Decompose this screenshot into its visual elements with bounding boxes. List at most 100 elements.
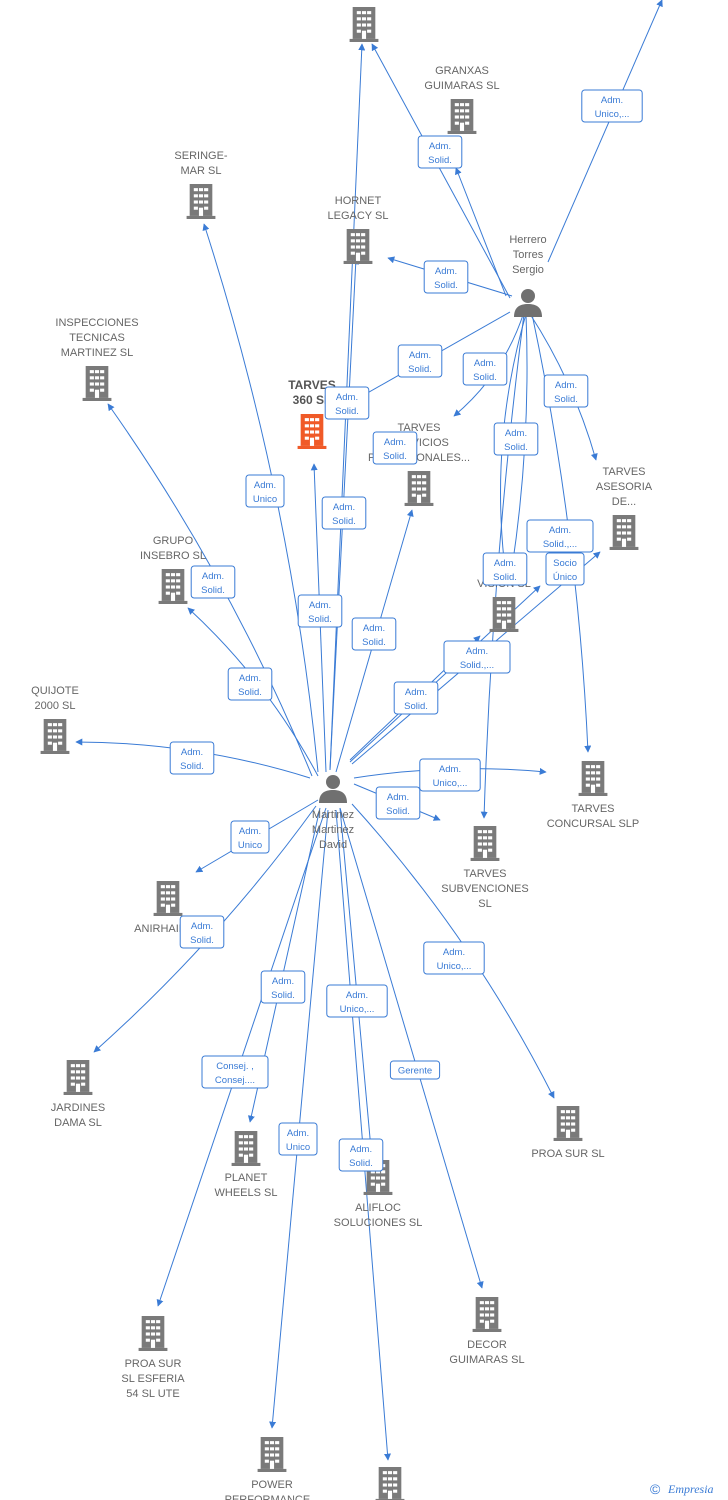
relation-text: Adm. bbox=[474, 358, 496, 369]
relation-badge[interactable]: Adm.Solid. bbox=[417, 135, 463, 169]
node-label-line: Martinez bbox=[312, 824, 354, 836]
relation-badge[interactable]: Consej. ,Consej.... bbox=[201, 1055, 269, 1089]
relation-text: Adm. bbox=[549, 525, 571, 536]
node-label-line: GRANXAS bbox=[435, 65, 489, 77]
relation-text: Adm. bbox=[439, 764, 461, 775]
building-icon bbox=[472, 1297, 502, 1332]
edge-line bbox=[455, 167, 507, 297]
relation-badge[interactable]: Adm.Unico,... bbox=[326, 984, 388, 1018]
relation-text: Adm. bbox=[346, 990, 368, 1001]
building-icon bbox=[138, 1316, 168, 1351]
relation-text: Adm. bbox=[309, 600, 331, 611]
relation-badge[interactable]: Adm.Solid. bbox=[338, 1138, 384, 1172]
relation-badge[interactable]: Adm.Solid. bbox=[227, 667, 273, 701]
relation-box bbox=[423, 260, 469, 294]
node-label-line: INSPECCIONES bbox=[55, 317, 138, 329]
company-node-power[interactable]: POWERPERFORMANCE... bbox=[225, 1437, 320, 1500]
relation-badge[interactable]: Adm.Unico,... bbox=[423, 941, 485, 975]
relation-badge[interactable]: Adm.Solid.,... bbox=[526, 519, 594, 553]
relation-text: Solid. bbox=[383, 451, 407, 462]
company-node-seringemar[interactable]: SERINGE-MAR SL bbox=[174, 150, 228, 219]
relation-text: Único bbox=[553, 572, 577, 583]
relation-badge[interactable]: Adm.Solid. bbox=[423, 260, 469, 294]
company-node-proasur[interactable]: PROA SUR SL bbox=[531, 1106, 605, 1160]
relation-text: Unico bbox=[286, 1142, 310, 1153]
company-node-tarvesasesoria[interactable]: TARVESASESORIADE... bbox=[596, 466, 653, 550]
company-node-bottom[interactable] bbox=[375, 1467, 405, 1500]
relation-text: Adm. bbox=[435, 266, 457, 277]
relation-badge[interactable]: Adm.Solid. bbox=[190, 565, 236, 599]
relation-badge[interactable]: Adm.Solid. bbox=[321, 496, 367, 530]
relation-text: Adm. bbox=[429, 141, 451, 152]
relation-badge[interactable]: Adm.Solid. bbox=[462, 352, 508, 386]
relation-badge[interactable]: Adm. Solid. bbox=[482, 552, 528, 586]
relation-text: Consej. , bbox=[216, 1061, 254, 1072]
relation-text: Solid. bbox=[493, 572, 517, 583]
relation-badge[interactable]: Adm.Unico,... bbox=[419, 758, 481, 792]
relation-box bbox=[493, 422, 539, 456]
relation-badge[interactable]: Adm.Solid.,... bbox=[443, 640, 511, 674]
relation-badge[interactable]: Adm.Solid. bbox=[372, 431, 418, 465]
person-icon bbox=[319, 775, 347, 803]
node-label-line: JARDINES bbox=[51, 1102, 105, 1114]
building-icon bbox=[349, 7, 379, 42]
relation-text: Adm. bbox=[494, 558, 516, 569]
relation-text: Solid. bbox=[408, 364, 432, 375]
relation-badge[interactable]: Adm.Solid. bbox=[297, 594, 343, 628]
company-node-top[interactable] bbox=[349, 7, 379, 42]
relation-badge[interactable]: Adm.Solid. bbox=[260, 970, 306, 1004]
building-icon bbox=[470, 826, 500, 861]
relation-badge[interactable]: Adm.Solid. bbox=[543, 374, 589, 408]
node-label-line: QUIJOTE bbox=[31, 685, 79, 697]
relation-text: Solid. bbox=[335, 406, 359, 417]
relation-text: Solid. bbox=[404, 701, 428, 712]
relation-badge[interactable]: Adm.Solid. bbox=[375, 786, 421, 820]
relation-badge[interactable]: Adm.Solid. bbox=[179, 915, 225, 949]
brand-name: Empresia bbox=[667, 1482, 714, 1496]
building-icon bbox=[553, 1106, 583, 1141]
relation-text: Solid.,... bbox=[460, 660, 494, 671]
relation-badge[interactable]: Adm.Unico bbox=[230, 820, 270, 854]
relation-box bbox=[545, 552, 585, 586]
relation-badge[interactable]: Adm.Solid. bbox=[393, 681, 439, 715]
relation-text: Solid. bbox=[180, 761, 204, 772]
relation-badge[interactable]: Adm.Solid. bbox=[324, 386, 370, 420]
relation-badge[interactable]: Adm.Solid. bbox=[397, 344, 443, 378]
node-label-line: Torres bbox=[513, 249, 544, 261]
relation-badge[interactable]: Adm.Unico bbox=[278, 1122, 318, 1156]
relation-badge[interactable]: Adm.Unico,... bbox=[581, 89, 643, 123]
relation-box bbox=[543, 374, 589, 408]
relation-badge[interactable]: Adm.Solid. bbox=[493, 422, 539, 456]
relation-badge[interactable]: Adm.Solid. bbox=[351, 617, 397, 651]
relation-text: Solid. bbox=[554, 394, 578, 405]
relation-badge[interactable]: Gerente bbox=[389, 1060, 441, 1080]
relation-text: Adm. bbox=[387, 792, 409, 803]
relation-box bbox=[372, 431, 418, 465]
relation-text: Unico,... bbox=[437, 961, 472, 972]
relation-badge[interactable]: Adm.Solid. bbox=[169, 741, 215, 775]
footer-brand[interactable]: © Empresia bbox=[650, 1481, 714, 1497]
building-icon bbox=[404, 471, 434, 506]
building-icon bbox=[375, 1467, 405, 1500]
relation-text: Solid. bbox=[504, 442, 528, 453]
node-label-line: 54 SL UTE bbox=[126, 1388, 179, 1400]
node-label-line: Herrero bbox=[509, 234, 546, 246]
relation-badge[interactable]: Adm.Unico bbox=[245, 474, 285, 508]
relation-box bbox=[297, 594, 343, 628]
